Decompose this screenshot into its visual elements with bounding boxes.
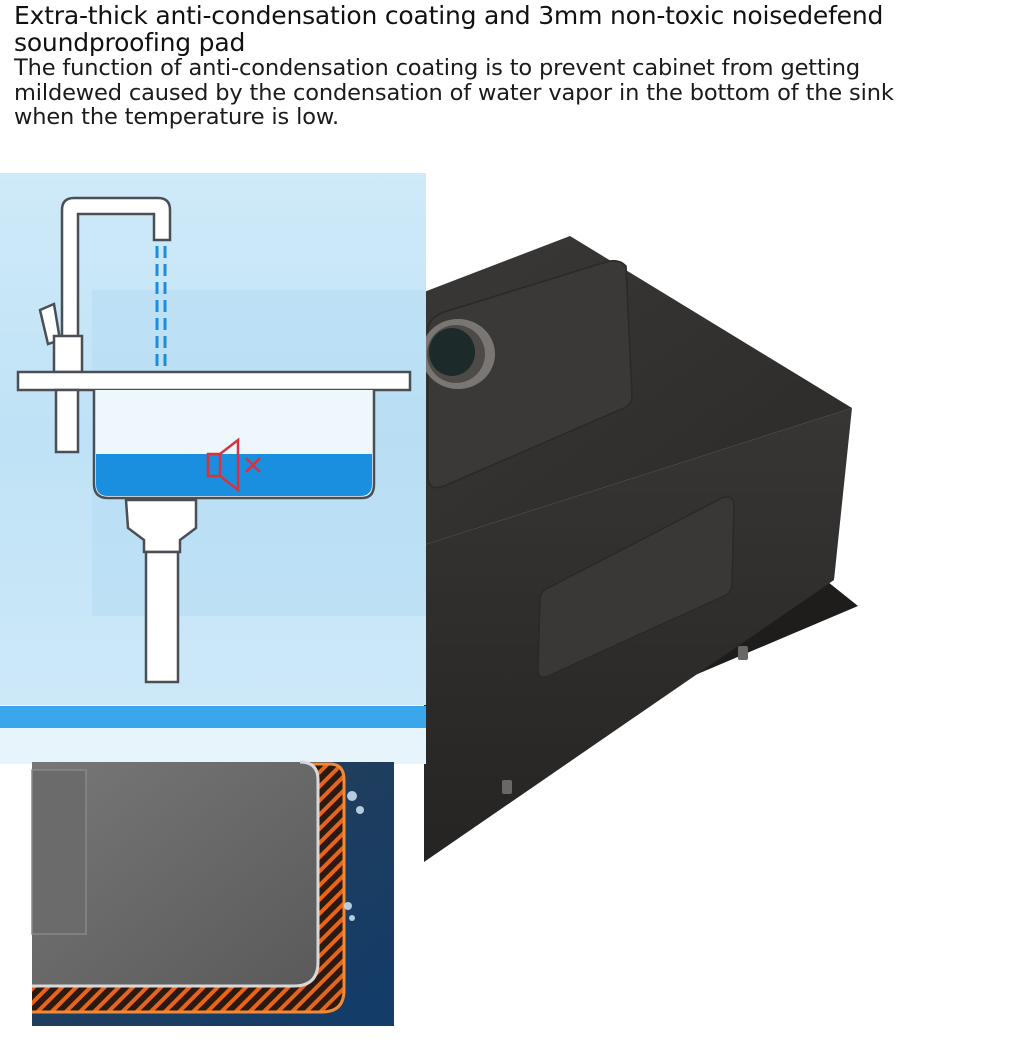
mounting-clip bbox=[738, 646, 748, 660]
black-sink bbox=[421, 236, 858, 862]
headline-line-1: Extra-thick anti-condensation coating an… bbox=[14, 1, 884, 30]
speaker-muted-icon bbox=[206, 437, 261, 493]
steel-basin bbox=[32, 762, 318, 986]
description-line-1: The function of anti-condensation coatin… bbox=[14, 55, 860, 81]
drain-pipe bbox=[124, 498, 198, 554]
water-in-bowl bbox=[96, 454, 372, 496]
faucet-shank bbox=[54, 388, 80, 454]
countertop bbox=[16, 370, 412, 392]
faucet-base bbox=[52, 334, 84, 374]
description-line-2: mildewed caused by the condensation of w… bbox=[14, 79, 894, 106]
coating-closeup bbox=[31, 760, 394, 1026]
noise-diagram-panel bbox=[0, 173, 426, 764]
divider-stripe bbox=[0, 706, 426, 728]
drain-hole bbox=[421, 319, 495, 389]
top-sound-pad bbox=[427, 259, 633, 489]
description-line-3: when the temperature is low. bbox=[14, 104, 340, 130]
water-droplets bbox=[344, 791, 364, 921]
side-sound-pad bbox=[537, 496, 735, 678]
text-block: Extra-thick anti-condensation coating an… bbox=[14, 2, 1004, 130]
headline-line-2: soundproofing pad bbox=[14, 28, 246, 57]
mounting-clip bbox=[502, 780, 512, 794]
